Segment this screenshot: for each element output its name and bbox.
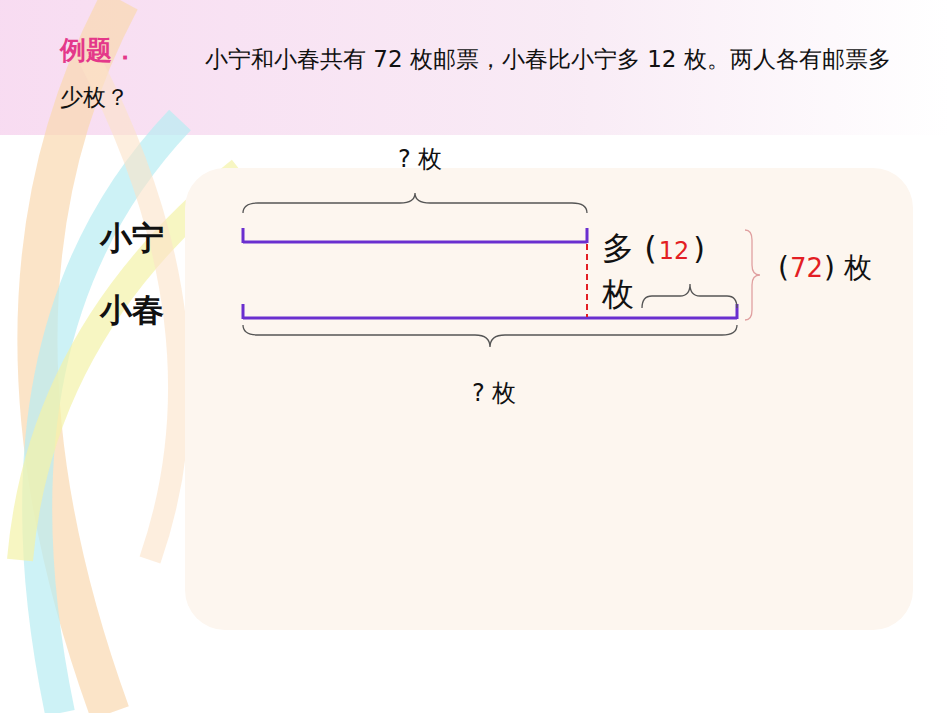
brace — [642, 284, 737, 308]
difference-label: 多 ( — [602, 230, 657, 267]
dashed-divider — [586, 244, 588, 317]
unknown-label: ? 枚 — [472, 380, 516, 408]
segment-tick — [242, 304, 245, 319]
panel — [185, 168, 913, 630]
segment-tick — [586, 228, 589, 243]
total-number: 72 — [790, 254, 823, 284]
segment-line — [243, 241, 587, 244]
row-name: 小春 — [100, 292, 164, 329]
unknown-label: ? 枚 — [398, 146, 442, 174]
example-heading: 例题． — [60, 36, 138, 66]
row-name: 小宁 — [100, 220, 164, 257]
title-band — [0, 0, 950, 135]
brace — [243, 325, 737, 347]
decor-arc — [90, 60, 179, 560]
brace — [745, 230, 760, 320]
segment-tick — [242, 228, 245, 243]
brace — [243, 193, 587, 213]
difference-label: ) — [693, 232, 705, 267]
total-label: ) 枚 — [824, 252, 872, 284]
total-label: ( — [778, 252, 789, 284]
difference-label: 枚 — [602, 276, 634, 313]
difference-number: 12 — [659, 238, 690, 266]
segment-line — [243, 317, 737, 320]
problem-text: 小宁和小春共有 72 枚邮票，小春比小宁多 12 枚。两人各有邮票多少枚？ — [60, 40, 905, 116]
